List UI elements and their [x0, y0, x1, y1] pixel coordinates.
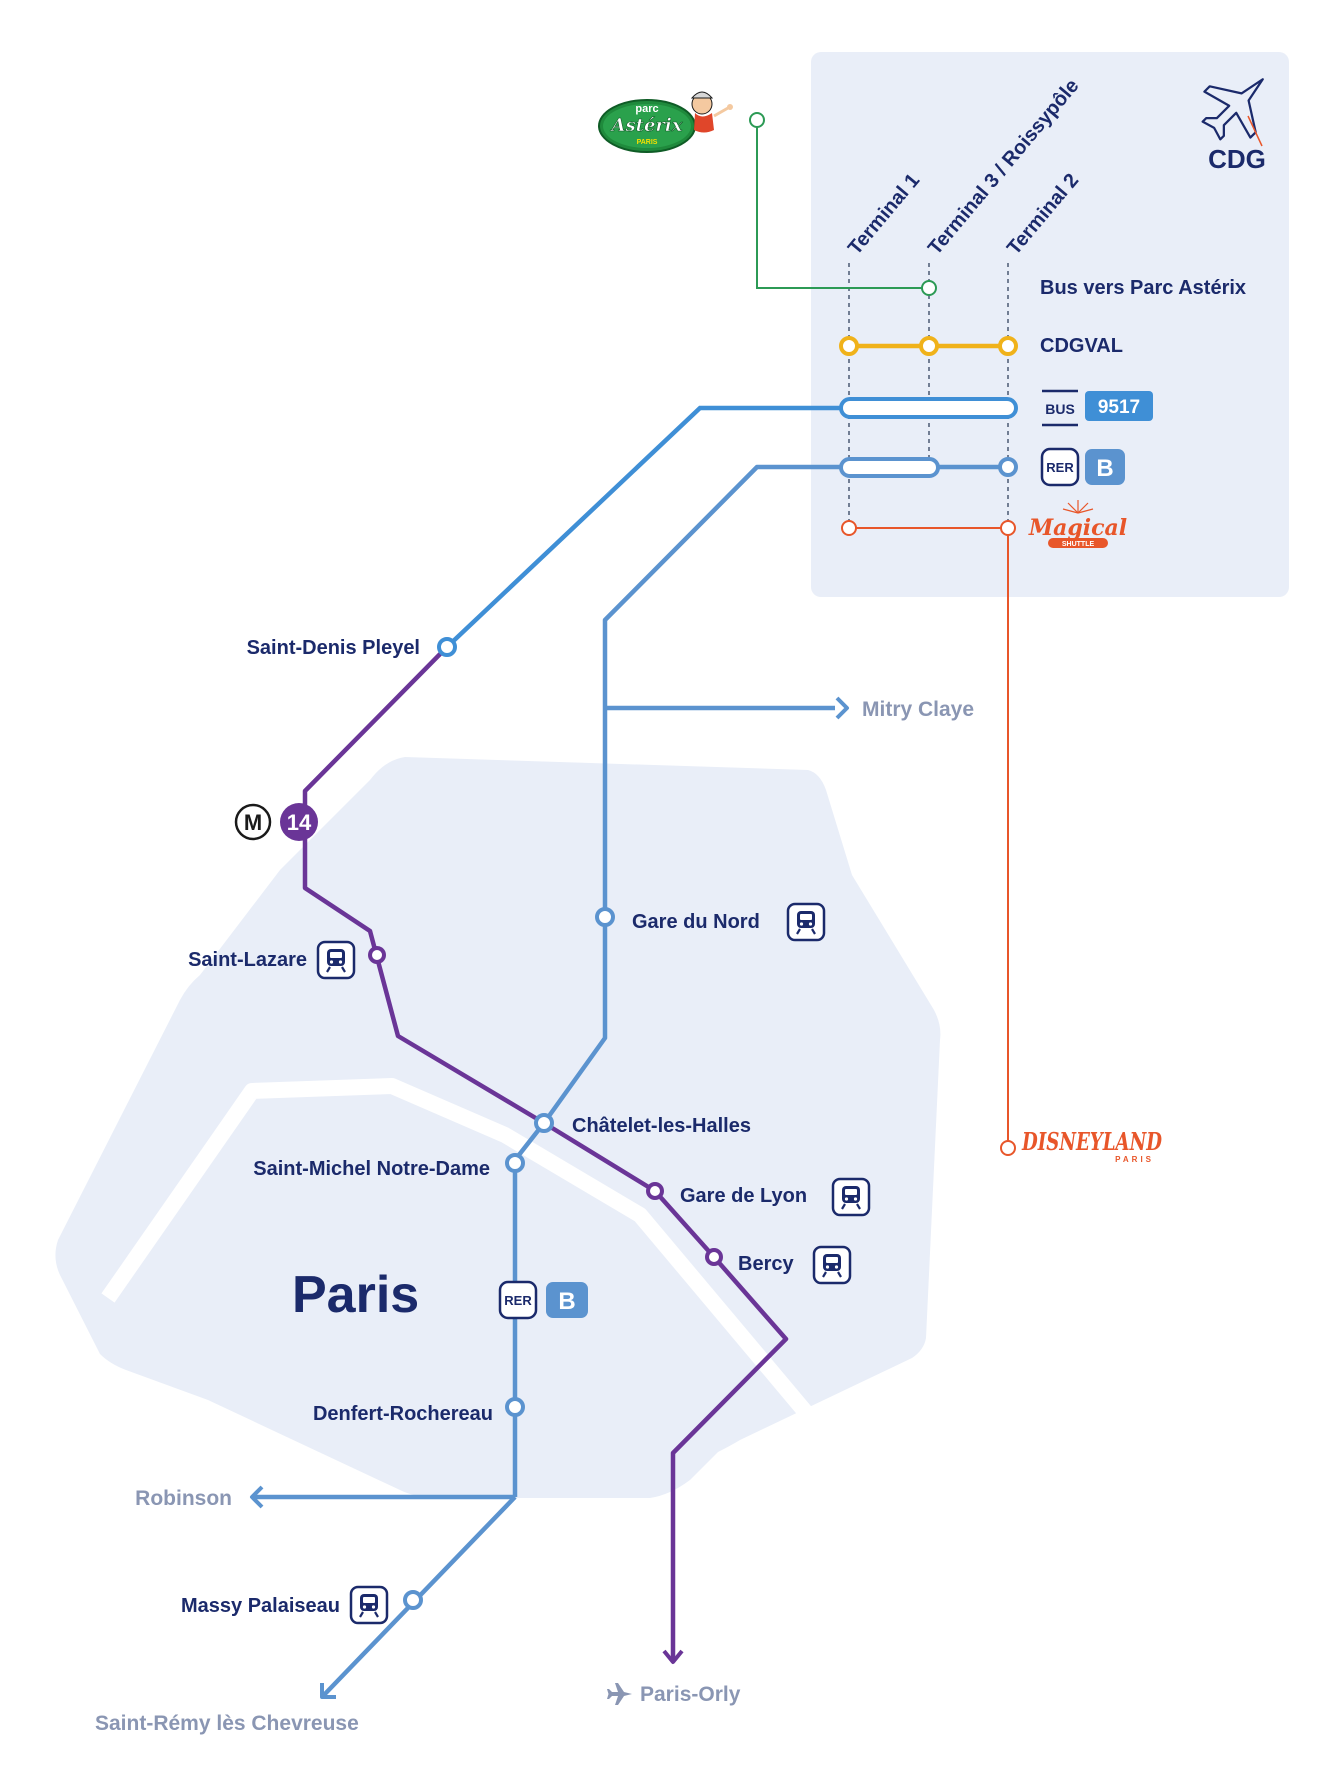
asterix-logo-small: parc [635, 103, 658, 115]
station-dot-bercy[interactable] [705, 1248, 723, 1266]
destination-mitry[interactable]: Mitry Claye [862, 698, 974, 721]
label-chatelet[interactable]: Châtelet-les-Halles [572, 1115, 751, 1137]
rer-b-shuttle-segment [839, 457, 940, 478]
label-bercy[interactable]: Bercy [738, 1253, 794, 1275]
magical-shuttle-logo: Magical SHUTTLE [1028, 500, 1127, 548]
airplane-icon [1201, 78, 1264, 141]
asterix-bus-label: Bus vers Parc Astérix [1040, 277, 1246, 299]
station-dot-chatelet[interactable] [534, 1113, 554, 1133]
label-saint-denis[interactable]: Saint-Denis Pleyel [247, 637, 420, 659]
label-massy[interactable]: Massy Palaiseau [181, 1595, 340, 1617]
station-dot-denfert[interactable] [505, 1397, 525, 1417]
station-dot-massy[interactable] [403, 1590, 423, 1610]
station-dot-saint-denis[interactable] [437, 637, 457, 657]
bus-badge-label: BUS [1045, 401, 1075, 417]
rer-line-letter: B [558, 1288, 575, 1315]
rer-badge-label: RER [504, 1293, 532, 1308]
cdgval-line [839, 336, 1018, 356]
cdgval-label: CDGVAL [1040, 335, 1123, 357]
label-denfert[interactable]: Denfert-Rochereau [313, 1403, 493, 1425]
station-dot-gare-du-nord[interactable] [595, 907, 615, 927]
seine-river [101, 1078, 815, 1421]
train-icon [316, 940, 356, 980]
rer-b-terminal2-stop [998, 457, 1018, 477]
destination-saint-remy[interactable]: Saint-Rémy lès Chevreuse [95, 1712, 359, 1735]
disneyland-logo-text: DISNEYLAND [1021, 1127, 1162, 1156]
asterix-bus-line [749, 112, 937, 296]
label-saint-michel[interactable]: Saint-Michel Notre-Dame [253, 1158, 490, 1180]
train-icon [786, 902, 826, 942]
city-label: Paris [292, 1266, 419, 1324]
magical-logo-text: Magical [1028, 515, 1127, 541]
plane-small-icon [607, 1683, 632, 1705]
bus-number: 9517 [1098, 397, 1140, 418]
label-gare-de-lyon[interactable]: Gare de Lyon [680, 1185, 807, 1207]
airplane-trail [1247, 115, 1263, 147]
rer-b-badge-paris: RER B [498, 1280, 588, 1320]
bus-9517-badge: BUS 9517 [1042, 389, 1153, 427]
asterix-character-icon [682, 83, 733, 133]
metro-line-badge [280, 803, 318, 841]
rer-line-letter: B [1096, 455, 1113, 482]
metro-badge: M 14 [234, 803, 318, 841]
asterix-logo-main: Astérix [610, 115, 683, 136]
station-dot-saint-michel[interactable] [505, 1153, 525, 1173]
asterix-logo-paris: PARIS [637, 139, 658, 146]
destination-robinson[interactable]: Robinson [135, 1487, 232, 1510]
shuttle-logo-text: SHUTTLE [1062, 541, 1095, 548]
label-saint-lazare[interactable]: Saint-Lazare [188, 949, 307, 971]
metro-m-icon [234, 803, 272, 841]
rer-badge-label: RER [1046, 460, 1074, 475]
station-dot-saint-lazare[interactable] [368, 946, 386, 964]
terminal-guides [848, 263, 1009, 528]
disneyland-logo-paris: PARIS [1115, 1155, 1154, 1164]
bus-9517-line [445, 397, 1018, 649]
station-dot-gare-de-lyon[interactable] [646, 1182, 664, 1200]
train-icon [812, 1245, 852, 1285]
train-icon [831, 1177, 871, 1217]
destination-orly[interactable]: Paris-Orly [640, 1683, 741, 1706]
parc-asterix-logo: parc Astérix PARIS [598, 83, 733, 153]
airport-name: CDG [1208, 144, 1266, 174]
metro-badge-label: M [244, 810, 262, 835]
train-icon [349, 1585, 389, 1625]
label-gare-du-nord[interactable]: Gare du Nord [632, 911, 760, 933]
disneyland-logo: DISNEYLAND PARIS [1021, 1127, 1162, 1164]
rer-b-badge-airport: RER B [1040, 447, 1125, 487]
magical-shuttle-line [841, 520, 1016, 1156]
metro-line-number: 14 [287, 810, 312, 835]
